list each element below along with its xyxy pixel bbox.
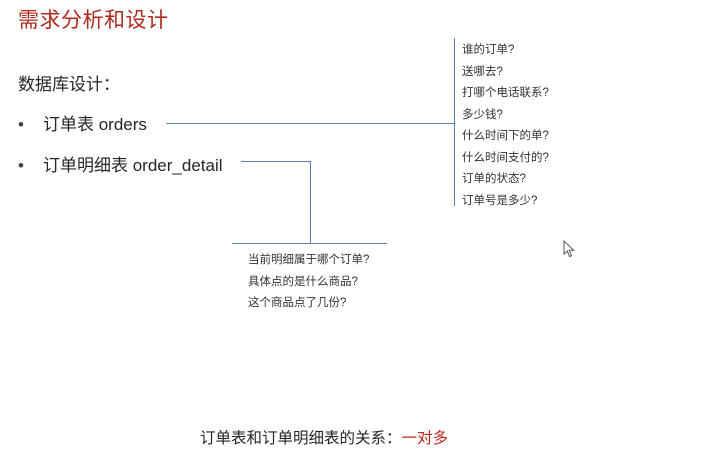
detail-connector-drop — [310, 161, 311, 243]
orders-notes-list: 谁的订单? 送哪去? 打哪个电话联系? 多少钱? 什么时间下的单? 什么时间支付… — [462, 40, 549, 212]
orders-note: 什么时间支付的? — [462, 151, 549, 164]
bullet-orders: • 订单表 orders — [18, 110, 147, 135]
relation-value: 一对多 — [401, 430, 449, 447]
bullet-orders-label: 订单表 orders — [43, 115, 147, 134]
orders-note: 订单的状态? — [462, 173, 526, 185]
mouse-pointer-icon — [563, 240, 575, 258]
orders-note: 多少钱? — [462, 108, 503, 121]
orders-note: 打哪个电话联系? — [462, 87, 549, 99]
slide-title: 需求分析和设计 — [18, 9, 169, 32]
detail-note: 具体点的是什么商品? — [248, 275, 358, 288]
orders-note: 送哪去? — [462, 65, 503, 78]
detail-notes-list: 当前明细属于哪个订单? 具体点的是什么商品? 这个商品点了几份? — [248, 250, 369, 315]
bullet-order-detail: • 订单明细表 order_detail — [18, 151, 223, 176]
bullet-order-detail-label: 订单明细表 order_detail — [43, 156, 223, 175]
detail-bracket-line — [232, 243, 387, 244]
orders-bracket-line — [454, 38, 455, 206]
relation-label: 订单表和订单明细表的关系： — [200, 430, 402, 447]
orders-note: 谁的订单? — [462, 44, 515, 56]
orders-note: 什么时间下的单? — [462, 130, 549, 142]
section-label: 数据库设计： — [18, 75, 120, 94]
bullet-dot: • — [18, 156, 24, 175]
detail-note: 这个商品点了几份? — [248, 297, 347, 309]
detail-note: 当前明细属于哪个订单? — [248, 254, 370, 266]
detail-connector-line — [241, 161, 311, 162]
orders-note: 订单号是多少? — [462, 194, 538, 207]
bullet-dot: • — [18, 115, 24, 134]
relation-statement: 订单表和订单明细表的关系：一对多 — [200, 426, 448, 448]
orders-connector-line — [166, 123, 454, 124]
